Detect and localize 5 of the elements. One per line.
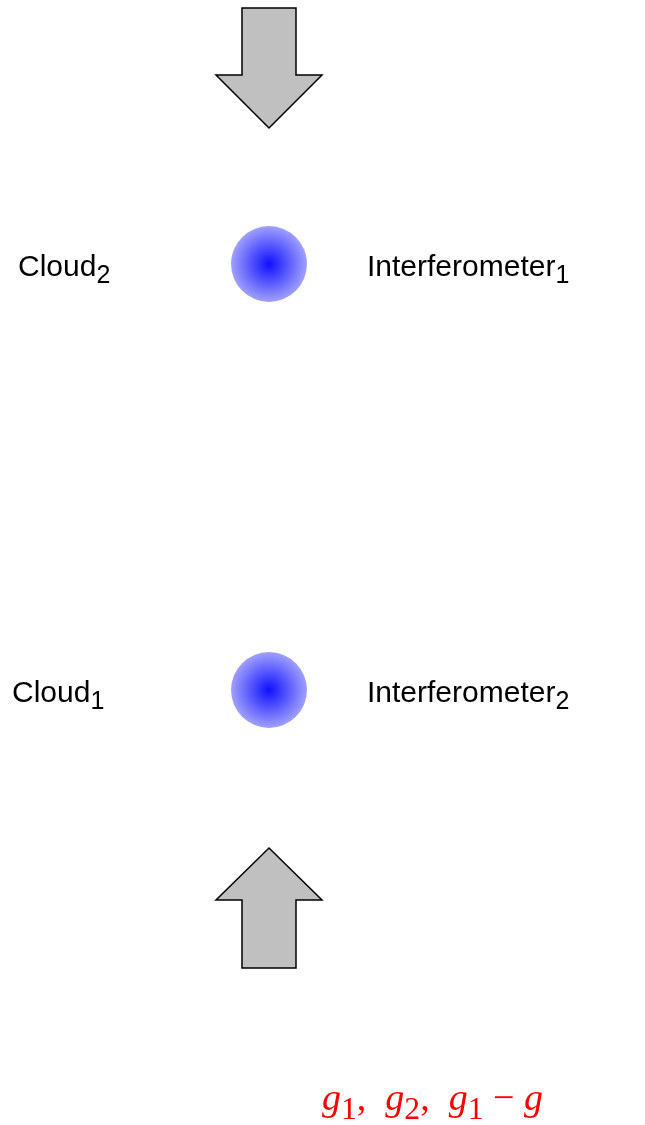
cloud-label: Cloud$_{1}$ [12,674,105,715]
formula-text: g$_{1}$, g$_{2}$, g$_{1}$ − g [322,1075,543,1125]
cloud-label: Cloud$_{2}$ [18,248,111,289]
interferometer-label: Interferometer$_{1}$ [367,248,570,289]
interferometer-label: Interferometer$_{2}$ [367,674,570,715]
